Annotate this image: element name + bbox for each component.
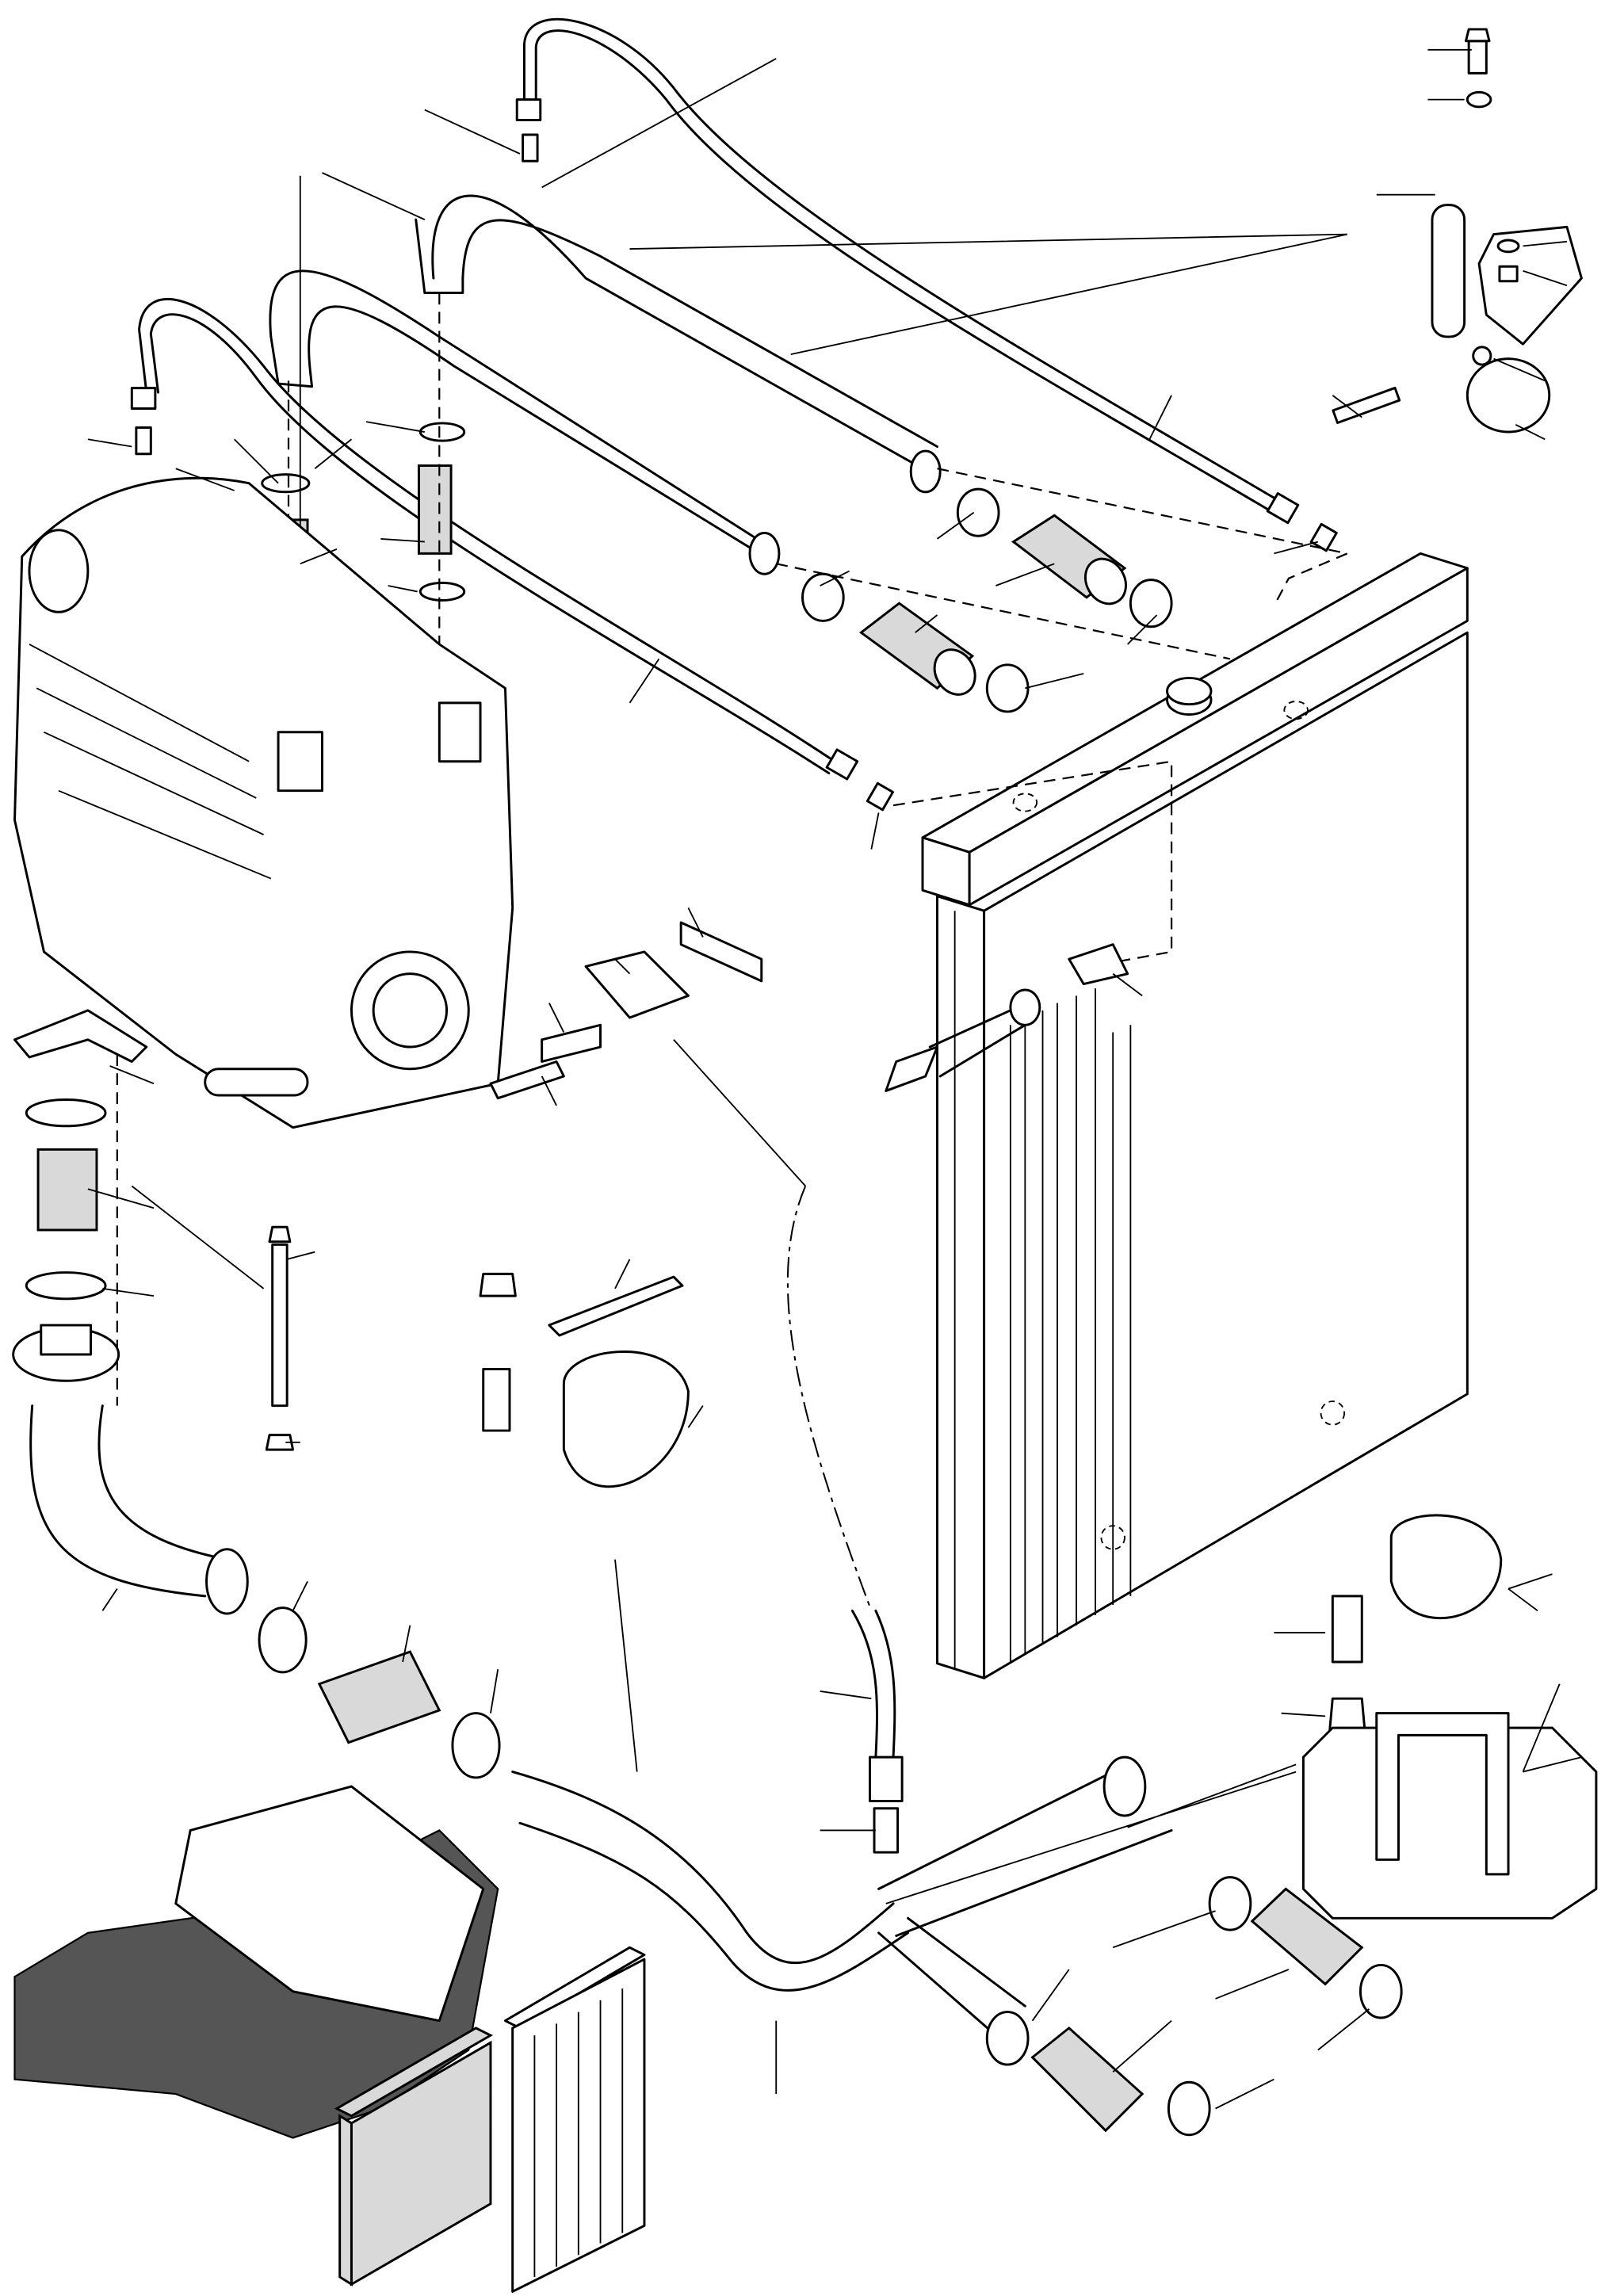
drain-hose xyxy=(850,1609,904,1854)
radiator-cap[interactable] xyxy=(1166,676,1213,716)
bracket-clamps xyxy=(479,921,1598,1920)
lower-left-pipe xyxy=(12,1009,249,1615)
hose-fitting xyxy=(130,98,1338,812)
leader-lines xyxy=(87,48,1582,2110)
lower-hoses xyxy=(258,1606,1403,2137)
inset-overview xyxy=(13,1785,646,2293)
engine xyxy=(13,476,514,1129)
long-bolt xyxy=(265,1225,295,1451)
chain-assembly xyxy=(1332,28,1583,434)
hose-clamp xyxy=(261,422,1173,713)
radiator xyxy=(921,552,1469,1679)
upper-water-pipe xyxy=(269,194,942,575)
